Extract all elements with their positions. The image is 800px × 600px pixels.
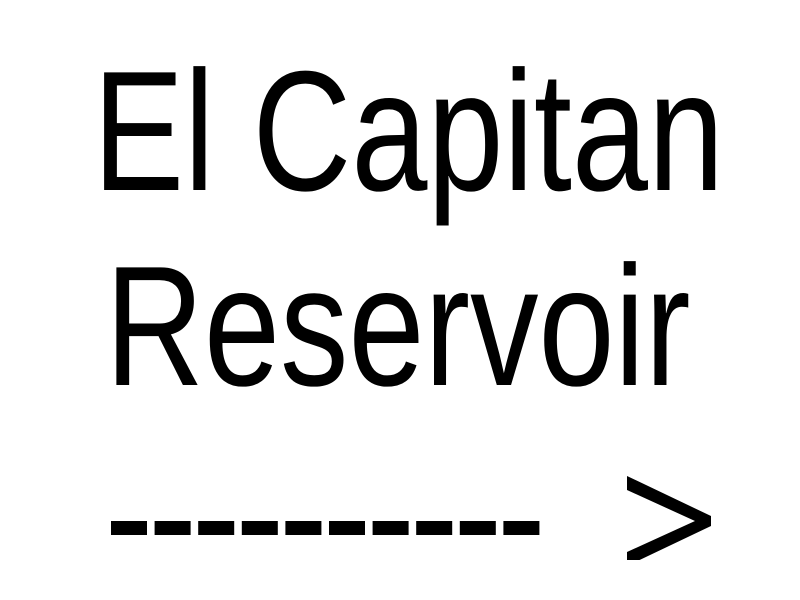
arrow-dash xyxy=(154,521,191,535)
arrow-dash xyxy=(372,521,409,535)
arrow-dash xyxy=(416,521,453,535)
dashed-arrow-right-icon xyxy=(111,476,711,560)
arrow-dash xyxy=(198,521,235,535)
sign-title-line-1-text: El Capitan xyxy=(92,36,725,227)
sign-title-line-2-text: Reservoir xyxy=(105,231,691,422)
arrow-head-icon xyxy=(627,476,711,560)
arrow-dash xyxy=(503,521,540,535)
arrow-dash xyxy=(111,521,147,535)
arrow-dash xyxy=(329,521,365,535)
arrow-dash xyxy=(241,521,278,535)
arrow-dashes xyxy=(111,521,540,535)
arrow-dash xyxy=(459,521,496,535)
sign-title-line-1: El Capitan xyxy=(0,46,800,217)
arrow-dash xyxy=(285,521,322,535)
sign-title-line-2: Reservoir xyxy=(0,241,800,412)
